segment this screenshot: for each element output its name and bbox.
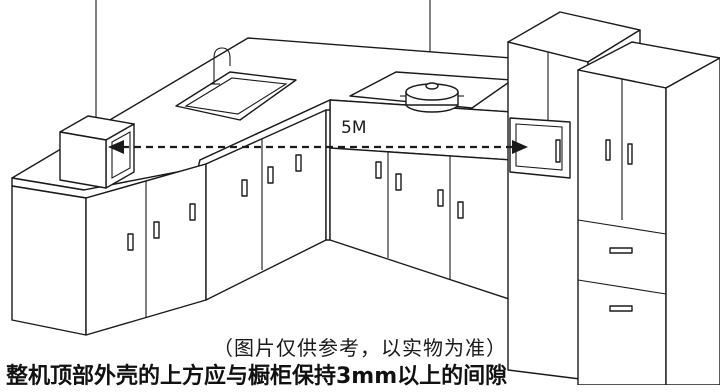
fridge-handle bbox=[605, 139, 611, 161]
left-cabinets bbox=[11, 109, 327, 336]
refrigerator bbox=[577, 41, 720, 385]
cabinet-handle bbox=[295, 154, 302, 172]
cabinet-handle bbox=[457, 201, 464, 219]
fridge-handle bbox=[609, 247, 633, 254]
cabinet-handle bbox=[127, 233, 134, 251]
cabinet-handle bbox=[267, 166, 274, 184]
cabinet-handle bbox=[241, 179, 248, 197]
distance-indicator bbox=[108, 140, 528, 154]
countertop-microwave bbox=[59, 115, 135, 189]
cabinet-handle bbox=[395, 173, 402, 191]
cooktop bbox=[349, 71, 513, 113]
pot-icon bbox=[400, 82, 464, 113]
cabinet-handle bbox=[375, 161, 382, 179]
built-in-microwave bbox=[509, 117, 571, 179]
disclaimer-caption: （图片仅供参考，以实物为准） bbox=[213, 336, 507, 360]
instruction-caption: 整机顶部外壳的上方应与橱柜保持3mm以上的间隙 bbox=[6, 364, 508, 389]
fridge-handle bbox=[609, 305, 633, 312]
arrow-left-icon bbox=[108, 140, 124, 154]
distance-label: 5M bbox=[341, 118, 367, 138]
sink bbox=[175, 47, 297, 121]
fridge-handle bbox=[627, 143, 633, 165]
arrow-right-icon bbox=[512, 140, 528, 154]
faucet-icon bbox=[213, 47, 231, 84]
cabinet-handle bbox=[189, 203, 196, 221]
cabinet-handle bbox=[153, 221, 160, 239]
cabinet-handle bbox=[437, 189, 444, 207]
tall-cabinet bbox=[507, 11, 641, 381]
